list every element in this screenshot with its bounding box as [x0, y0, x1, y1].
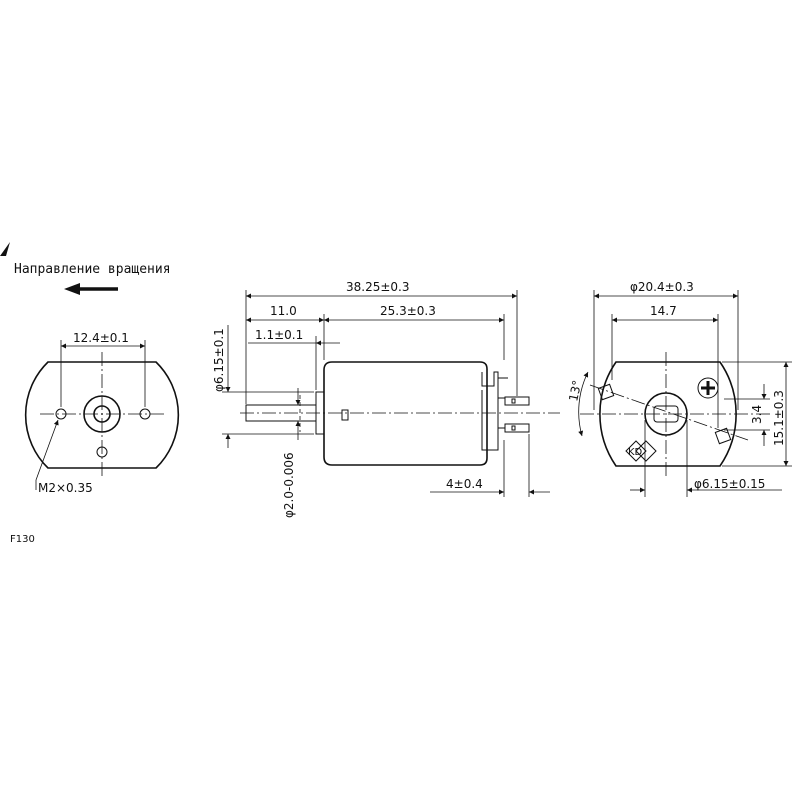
side-body-length-label: 25.3±0.3: [380, 304, 436, 318]
side-end-cap: [481, 371, 499, 451]
side-shaft: [245, 404, 317, 422]
front-vent-hole: [96, 446, 108, 458]
rear-body-height-label: 15.1±0.3: [772, 390, 786, 446]
front-outline: [24, 361, 180, 469]
side-shaft-extension-label: 11.0: [270, 304, 297, 318]
kd-logo-icon: KD: [625, 440, 657, 462]
side-terminal-bottom: [504, 423, 530, 433]
side-view: 38.25±0.3 11.0 25.3±0.3 1.1±0.1 φ6.15±0.…: [212, 280, 560, 518]
side-terminal-length-label: 4±0.4: [446, 477, 483, 491]
side-shaft-diameter-label: φ2.0-0.006: [282, 452, 296, 518]
rear-terminal-spacing-label: 14.7: [650, 304, 677, 318]
side-body-marker: [341, 409, 349, 421]
rear-bearing-slot: [653, 405, 679, 423]
model-label: F130: [10, 534, 35, 545]
side-boss-diameter-label: φ6.15±0.1: [212, 328, 226, 392]
rear-terminal-offset-label: 3.4: [750, 405, 764, 424]
plus-icon: [697, 377, 719, 399]
side-boss-length-label: 1.1±0.1: [255, 328, 303, 342]
rotation-direction-caption: Направление вращения: [14, 262, 171, 277]
svg-text:KD: KD: [628, 447, 643, 458]
rear-bearing: [644, 392, 688, 436]
side-motor-body: [323, 361, 488, 466]
rear-bearing-diameter-label: φ6.15±0.15: [694, 477, 765, 491]
front-mount-hole-right: [139, 408, 151, 420]
front-hole-spacing-label: 12.4±0.1: [73, 331, 129, 345]
rear-angle-label: 13°: [566, 379, 584, 403]
rear-body-width-label: φ20.4±0.3: [630, 280, 694, 294]
front-thread-label: M2×0.35: [38, 481, 93, 495]
rear-terminal-left: [597, 383, 615, 401]
rear-view: KD φ20.4±0.3 14.7 13° 3.4 15.1±0.3 φ6.15…: [566, 280, 792, 497]
front-boss-outer: [83, 395, 121, 433]
corner-mark: [0, 242, 10, 256]
side-terminal-top: [504, 396, 530, 406]
front-view: 12.4±0.1 M2×0.35: [24, 331, 180, 495]
rotation-arrow-icon: [64, 283, 118, 295]
front-shaft: [93, 405, 111, 423]
rear-terminal-right: [714, 427, 732, 445]
front-mount-hole-left: [55, 408, 67, 420]
side-overall-length-label: 38.25±0.3: [346, 280, 410, 294]
rear-outline: [599, 361, 737, 467]
